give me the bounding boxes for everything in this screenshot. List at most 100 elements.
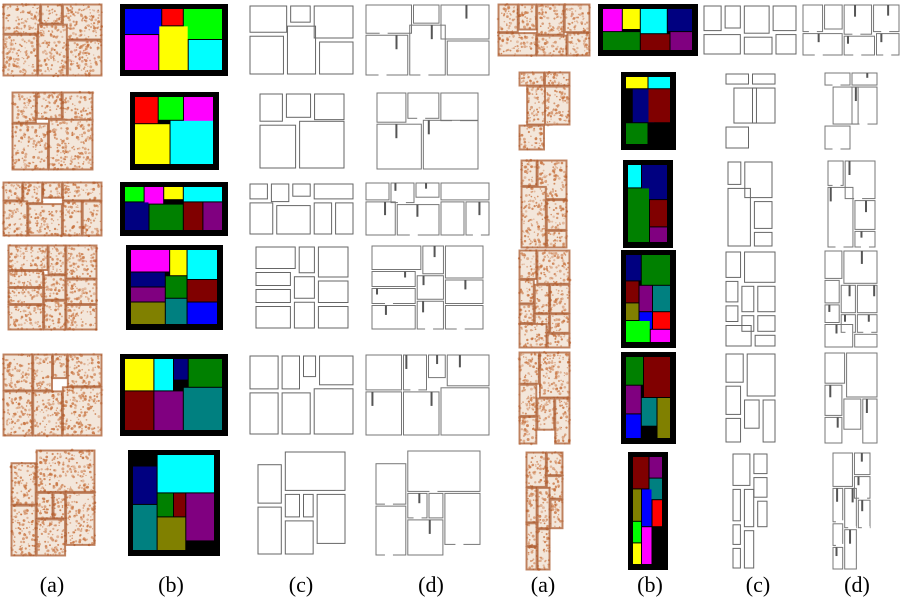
density-point xyxy=(67,501,70,505)
density-point xyxy=(537,233,540,235)
room-wall xyxy=(465,201,490,236)
density-point xyxy=(20,247,22,250)
density-point xyxy=(58,53,61,56)
density-point xyxy=(525,23,529,27)
density-point xyxy=(30,41,34,44)
density-point xyxy=(553,121,556,124)
density-point xyxy=(22,215,25,218)
density-point xyxy=(533,190,536,193)
density-point xyxy=(70,412,73,415)
density-point xyxy=(88,451,91,454)
density-point xyxy=(53,101,57,105)
density-point xyxy=(507,5,511,9)
room-outline xyxy=(772,5,797,32)
density-point xyxy=(41,42,43,45)
room-outline xyxy=(703,5,722,32)
density-point xyxy=(45,511,49,514)
density-point xyxy=(45,105,49,108)
density-point xyxy=(97,43,100,45)
density-point xyxy=(15,207,19,211)
density-point xyxy=(25,284,28,287)
density-point xyxy=(552,170,556,173)
density-point xyxy=(541,22,545,25)
density-point xyxy=(559,47,563,50)
density-point xyxy=(77,265,80,268)
density-point xyxy=(36,369,39,372)
density-point xyxy=(506,12,508,15)
density-point xyxy=(544,174,546,176)
density-point xyxy=(33,166,37,169)
density-point xyxy=(96,210,98,212)
density-point xyxy=(78,46,82,50)
density-point xyxy=(38,213,41,216)
room-outline xyxy=(298,246,315,274)
density-point xyxy=(519,50,522,52)
density-point xyxy=(58,69,61,73)
density-point xyxy=(555,77,557,80)
density-point xyxy=(83,267,87,271)
room-outline xyxy=(286,25,317,75)
room-wall xyxy=(416,300,444,330)
density-point xyxy=(63,371,66,374)
density-point xyxy=(68,460,71,463)
density-point xyxy=(61,513,65,516)
room-outline xyxy=(255,289,291,303)
density-point xyxy=(21,537,25,541)
density-point xyxy=(54,114,57,117)
density-point xyxy=(553,162,557,166)
density-point xyxy=(36,320,40,324)
density-point xyxy=(85,528,89,532)
density-point xyxy=(546,91,548,94)
density-point xyxy=(6,14,8,17)
density-point xyxy=(77,138,80,141)
density-point xyxy=(72,62,75,65)
density-point xyxy=(90,294,93,298)
density-point xyxy=(64,400,68,404)
density-point xyxy=(51,393,55,397)
density-point xyxy=(557,82,560,86)
room-segment xyxy=(125,359,154,391)
density-point xyxy=(69,539,72,541)
density-point xyxy=(58,412,60,415)
density-point xyxy=(543,227,545,230)
density-point xyxy=(87,24,91,27)
density-point xyxy=(9,57,13,61)
density-point xyxy=(507,26,511,30)
density-point xyxy=(80,151,84,155)
density-point xyxy=(12,322,16,326)
density-point xyxy=(25,20,28,23)
density-point xyxy=(17,65,19,67)
density-point xyxy=(87,107,89,109)
density-point xyxy=(533,43,536,46)
room-segment xyxy=(164,187,183,200)
density-point xyxy=(578,13,582,17)
density-point xyxy=(80,19,84,22)
density-point xyxy=(53,136,56,139)
density-point xyxy=(556,239,559,242)
density-point xyxy=(93,22,96,25)
density-point xyxy=(62,548,64,550)
density-point xyxy=(53,455,57,459)
density-point xyxy=(19,299,21,301)
panel-b-group1-row1-graphic xyxy=(120,4,228,76)
density-point xyxy=(549,192,552,195)
density-point xyxy=(66,391,69,394)
density-point xyxy=(17,475,19,477)
room-outline xyxy=(249,355,279,390)
density-point xyxy=(78,165,81,168)
density-point xyxy=(94,402,97,405)
density-point xyxy=(31,116,34,118)
density-point xyxy=(72,262,75,265)
density-point xyxy=(560,209,563,211)
density-point xyxy=(74,285,77,288)
density-point xyxy=(51,452,54,456)
density-point xyxy=(50,57,52,59)
room-segment xyxy=(165,276,187,298)
density-point xyxy=(556,216,559,220)
density-point xyxy=(565,8,568,10)
density-point xyxy=(53,524,56,527)
density-point xyxy=(27,551,31,555)
density-point xyxy=(80,114,83,117)
density-point xyxy=(82,475,84,478)
density-point xyxy=(31,512,34,515)
